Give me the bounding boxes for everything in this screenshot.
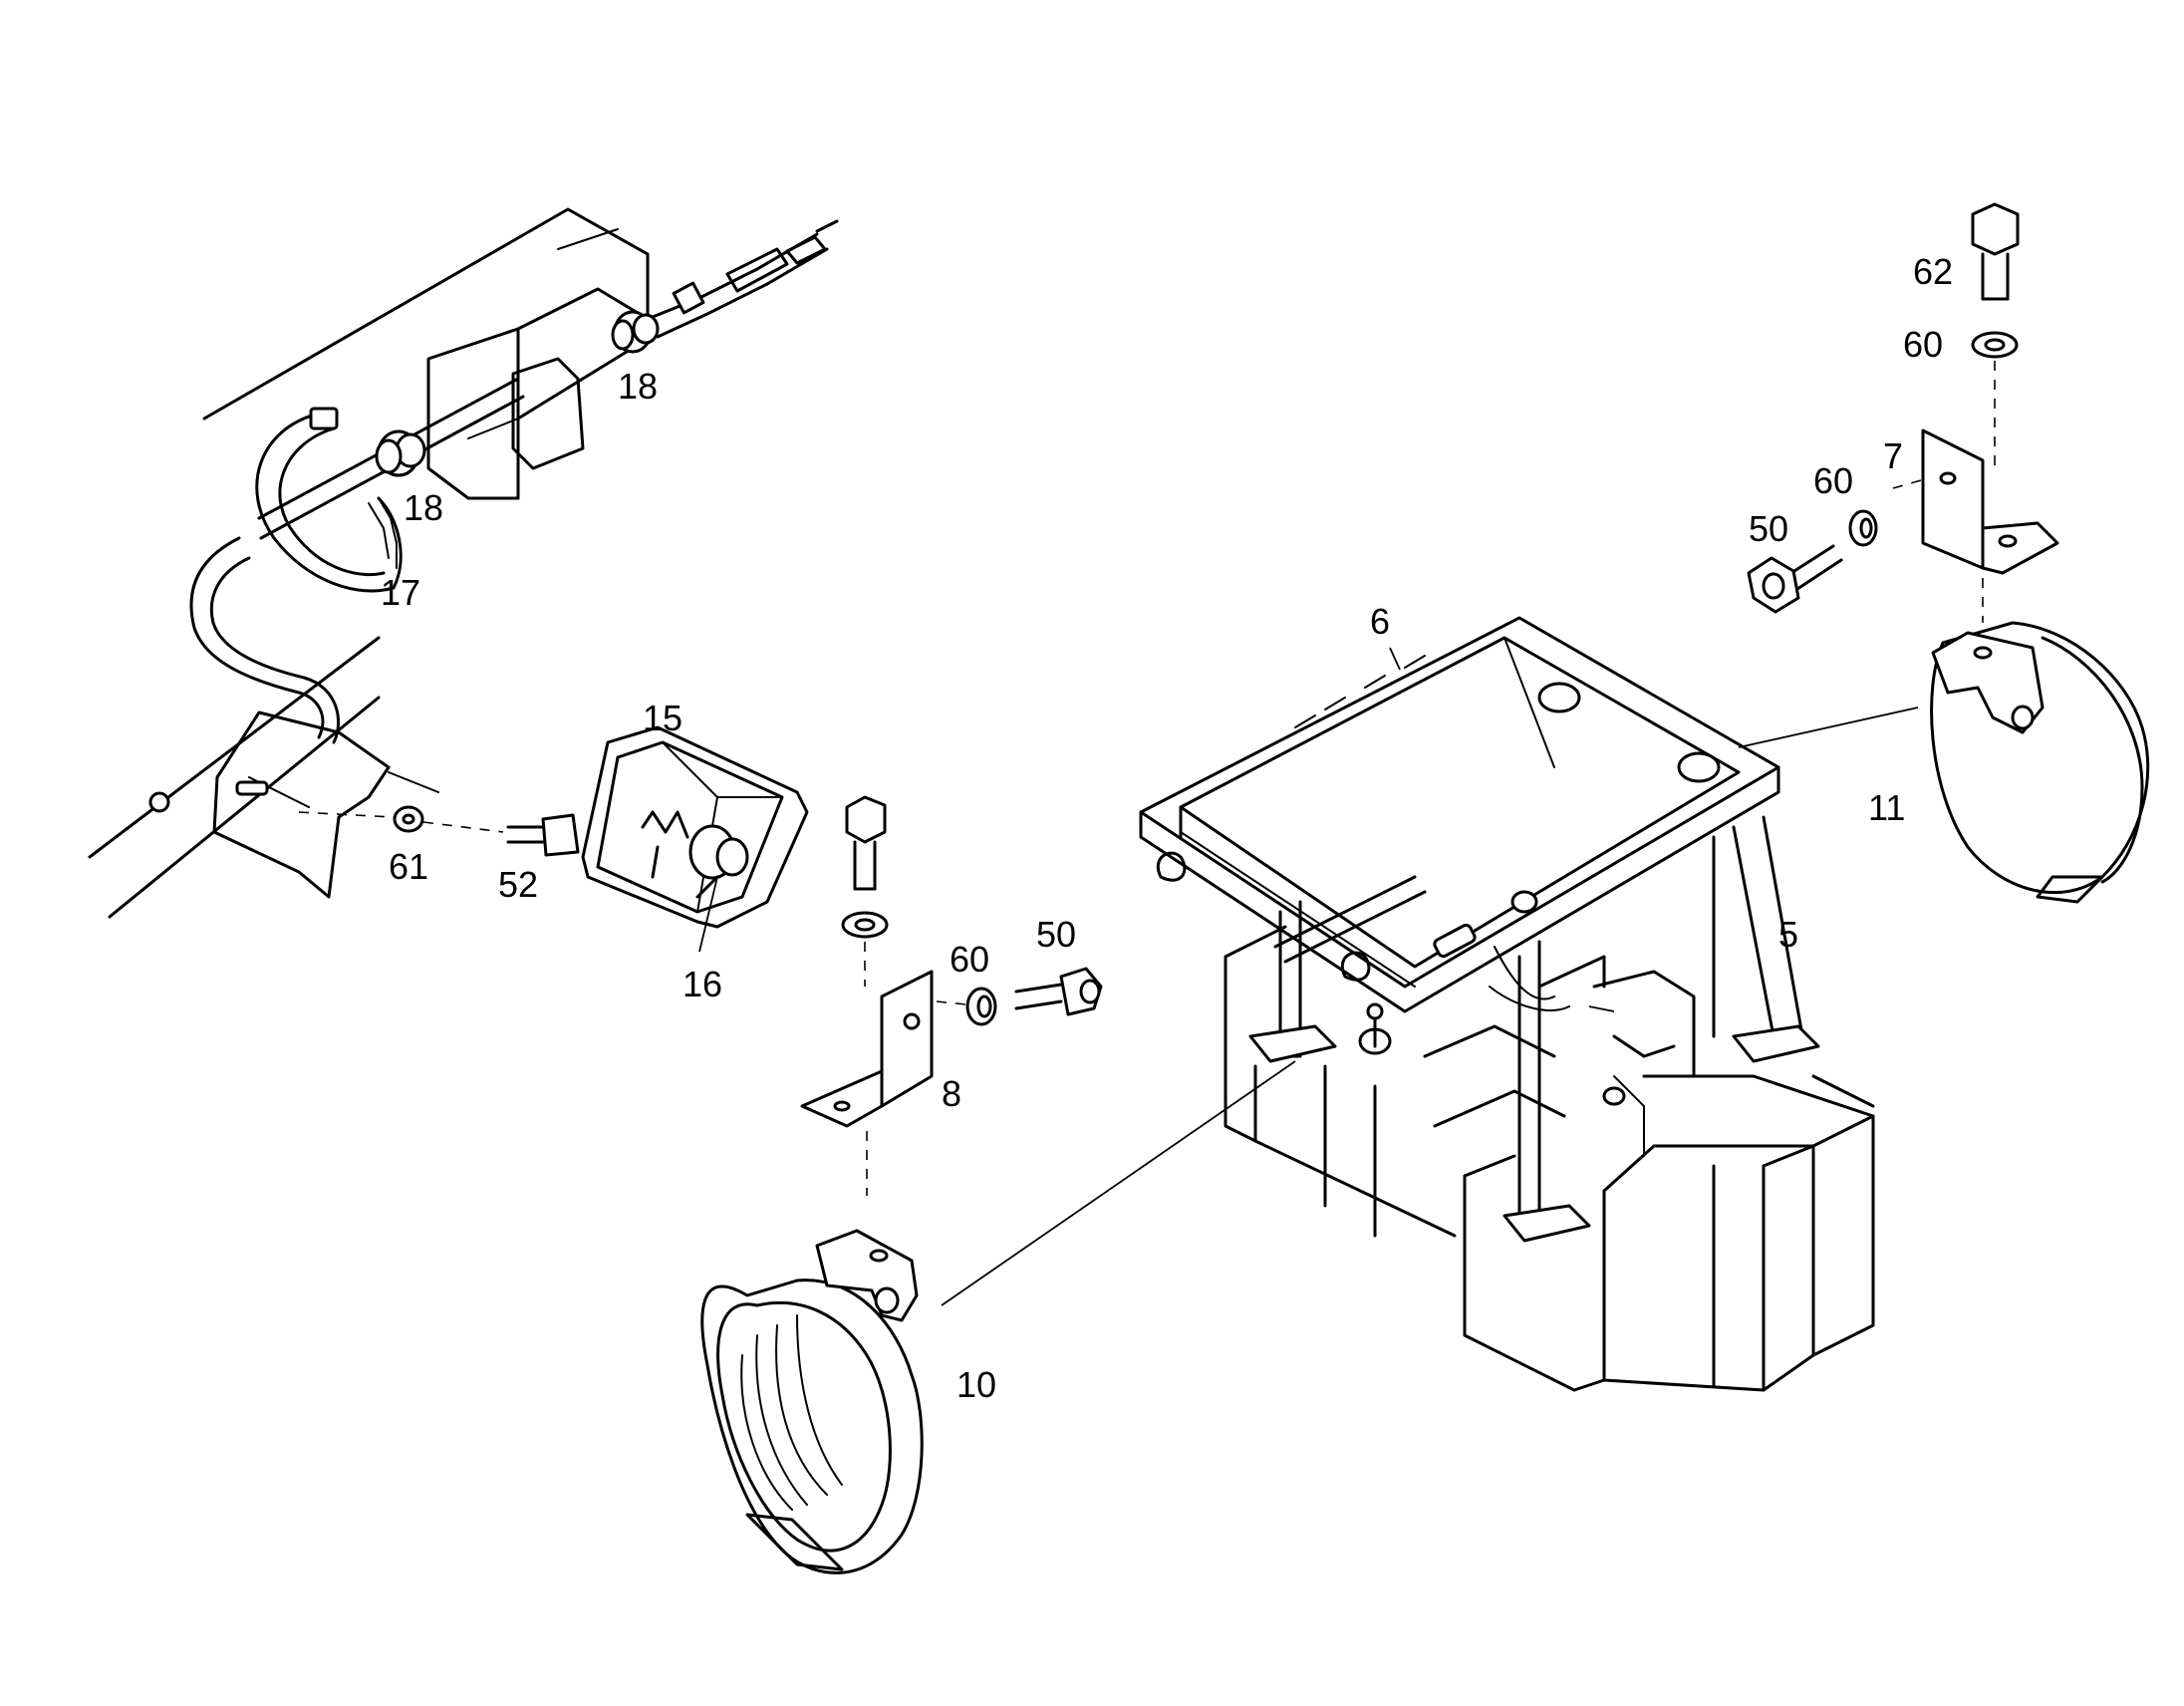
washer-60-center [965,987,997,1026]
label-11: 11 [1868,787,1905,828]
label-18-lower: 18 [404,487,443,528]
label-18-upper: 18 [618,366,658,407]
label-50-center: 50 [1036,914,1076,955]
roof-6 [1139,616,1780,1013]
washer-61 [393,805,424,833]
label-5: 5 [1778,914,1798,955]
washer-60-right-top [1971,331,2019,359]
tractor-body [1157,851,1875,1392]
bolt-50-center [1014,967,1103,1016]
label-52: 52 [498,864,538,905]
bolt-50-right [1747,544,1843,614]
label-60-right: 60 [1813,460,1853,501]
label-60-center: 60 [950,939,989,980]
label-8: 8 [942,1073,961,1114]
bracket-8 [800,970,934,1128]
label-17: 17 [381,572,420,613]
label-62: 62 [1913,251,1953,292]
label-15: 15 [643,698,682,738]
grommet-18-lower [375,429,426,477]
rops-frame-5 [1248,815,1820,1243]
lamp-mount-bracket [88,636,439,919]
cable [189,219,839,744]
label-50-right: 50 [1749,508,1788,549]
work-lamp-10 [700,1229,924,1574]
label-7: 7 [1883,435,1903,476]
label-60-top: 60 [1903,324,1943,365]
bracket-7 [1921,428,2059,575]
washer-60-right [1848,509,1878,547]
bolt-62 [1971,202,2020,301]
label-6: 6 [1370,601,1390,642]
bolt-top-center [845,795,887,891]
leader-5 [1588,1005,1615,1012]
leader-10 [941,1060,1296,1306]
work-lamp-11 [1930,621,2150,904]
hose-clip-17 [255,407,403,593]
label-10: 10 [956,1364,996,1405]
label-61: 61 [389,846,428,887]
label-16: 16 [682,964,722,1004]
grommet-18-upper [611,310,660,354]
work-lamp-15 [581,725,809,929]
frame-rail [202,207,650,500]
leader-11 [1738,707,1919,748]
bolt-52 [506,813,580,857]
